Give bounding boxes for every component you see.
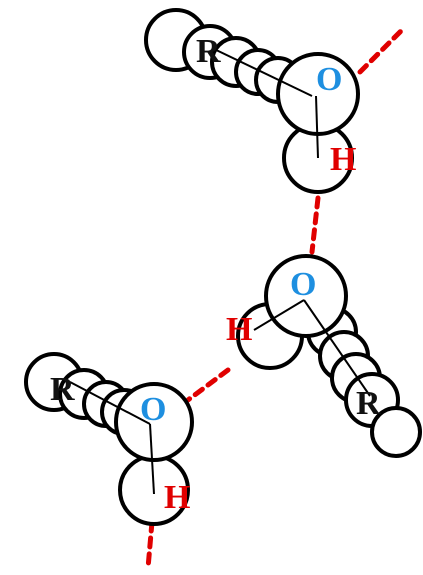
oxygen-label: O	[290, 266, 316, 303]
oxygen-atom-shell	[264, 254, 348, 338]
molecule-bottom: R O H	[24, 352, 194, 526]
r-group-label: R	[50, 371, 75, 408]
r-group-chain	[306, 306, 422, 458]
r-group-label: R	[196, 33, 221, 70]
bond-r-o	[69, 381, 151, 425]
molecule-top: R O H	[144, 8, 360, 194]
hydrogen-bonds	[145, 27, 405, 571]
hydrogen-label: H	[164, 479, 190, 516]
bond-o-h	[315, 95, 319, 159]
molecule-middle: O H R	[226, 254, 422, 458]
bond-o-h	[149, 423, 155, 495]
bond-o-h	[253, 299, 305, 331]
hbond-bottom-down	[145, 519, 155, 571]
hydrogen-label: H	[226, 311, 252, 348]
hydrogen-label: H	[330, 141, 356, 178]
oxygen-atom-shell	[114, 382, 194, 462]
bond-r-o	[211, 47, 313, 97]
hbond-top-right	[357, 27, 405, 75]
r-group-label: R	[356, 385, 381, 422]
bond-o-r	[303, 299, 371, 397]
hbond-middle-to-bottom	[185, 367, 231, 403]
oxygen-label: O	[316, 61, 342, 98]
oxygen-label: O	[140, 391, 166, 428]
hbond-top-to-middle	[309, 195, 321, 255]
